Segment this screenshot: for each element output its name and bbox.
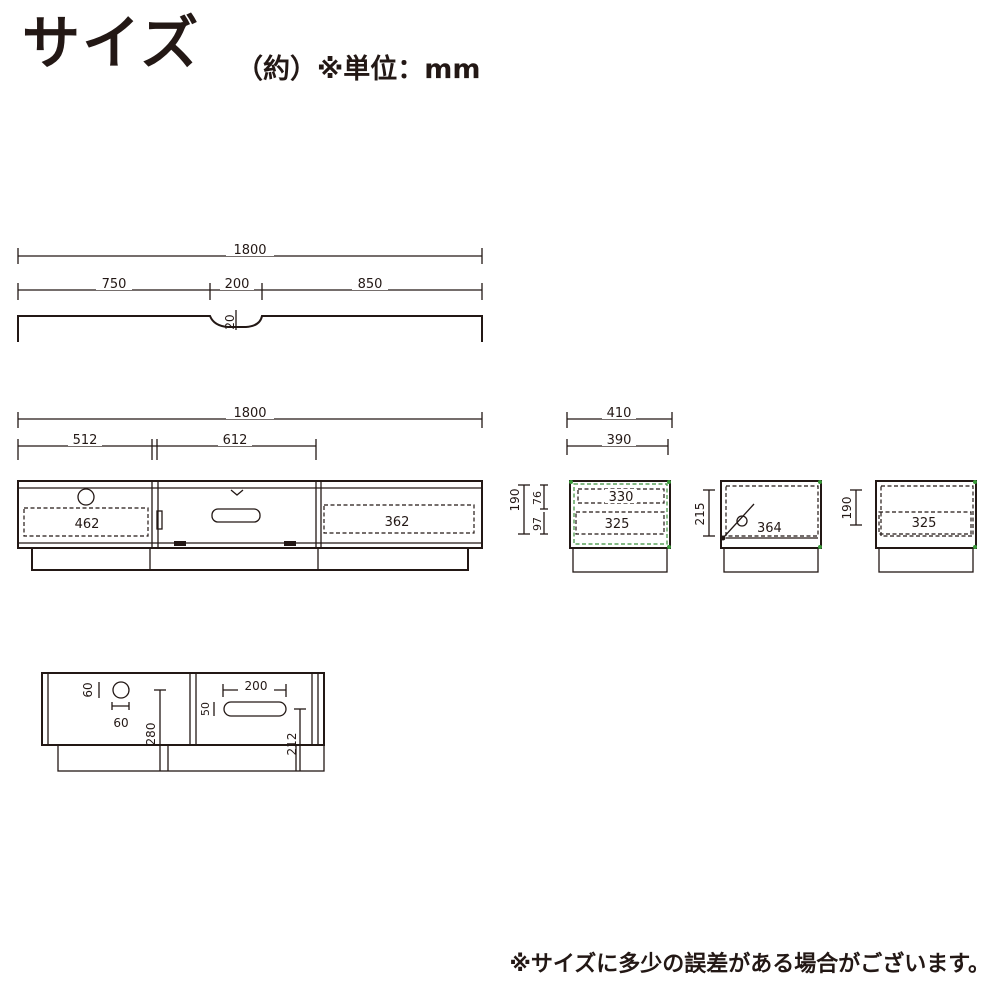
green-corner-dot xyxy=(569,480,573,484)
top-seg-right-label: 850 xyxy=(358,277,383,292)
label-bg xyxy=(352,274,388,290)
side-view-2: 215 364 xyxy=(693,480,822,573)
front-latch xyxy=(174,541,186,546)
label-bg xyxy=(907,515,941,530)
front-drawer-right-label: 362 xyxy=(385,515,410,530)
chevron-down-icon xyxy=(230,489,244,496)
diag-end-dot xyxy=(720,535,726,541)
side1-height-total-label: 190 xyxy=(508,489,522,512)
label-bg xyxy=(218,430,252,446)
side1-plinth xyxy=(572,547,668,573)
top-view: 1800 750 200 850 20 xyxy=(17,240,483,342)
side2-height-label: 215 xyxy=(693,503,707,526)
green-corner-dot xyxy=(818,480,822,484)
label-bg xyxy=(96,274,132,290)
side2-diagonal-label: 364 xyxy=(757,521,782,536)
label-bg xyxy=(605,489,637,503)
hinge-icon xyxy=(156,510,163,530)
side1-lower-shelf xyxy=(575,511,665,535)
front-drawer-right xyxy=(323,504,475,534)
back-hole-width-label: 60 xyxy=(113,716,128,730)
back-hole-height-label: 60 xyxy=(81,682,95,697)
side-view-1: 410 390 330 325 190 76 97 xyxy=(508,403,673,573)
unit-subtitle: （約）※単位：mm xyxy=(236,54,481,85)
green-corner-dot xyxy=(667,545,671,549)
green-corner-dot xyxy=(973,545,977,549)
side-view-3: 325 190 xyxy=(840,480,977,573)
front-seg-mid-label: 612 xyxy=(223,433,248,448)
back-slot-height-label: 50 xyxy=(199,702,212,716)
dim-line-side2-diagonal xyxy=(722,503,755,539)
front-cable-hole xyxy=(77,488,95,506)
side2-plinth xyxy=(723,547,819,573)
front-shelf-left xyxy=(23,507,149,537)
side3-height-label: 190 xyxy=(840,497,854,520)
front-view: 1800 512 612 462 xyxy=(17,403,483,571)
front-latch xyxy=(284,541,296,546)
side2-inner-outline xyxy=(725,485,819,537)
green-corner-dot xyxy=(973,480,977,484)
label-bg xyxy=(602,403,636,419)
front-center-slot xyxy=(211,508,261,523)
disclaimer-note: ※サイズに多少の誤差がある場合がございます。 xyxy=(509,952,990,977)
label-bg xyxy=(70,515,104,530)
top-notch-depth-label: 20 xyxy=(223,314,237,329)
back-cable-hole xyxy=(112,681,130,699)
side1-height-lower-label: 97 xyxy=(531,517,544,531)
label-bg xyxy=(220,274,254,290)
side1-shelf-lower-label: 325 xyxy=(605,517,630,532)
side2-diag-marker xyxy=(736,515,748,527)
label-bg xyxy=(226,240,274,256)
label-bg xyxy=(226,403,274,419)
front-drawer-left-label: 462 xyxy=(75,517,100,532)
top-seg-left-label: 750 xyxy=(102,277,127,292)
side3-body xyxy=(875,480,977,549)
side1-green-outline xyxy=(573,483,668,545)
label-bg xyxy=(68,430,102,446)
back-cable-slot xyxy=(223,701,287,717)
back-height-a-label: 280 xyxy=(144,723,158,746)
side1-height-upper-label: 76 xyxy=(531,491,544,505)
front-overall-width-label: 1800 xyxy=(233,406,266,421)
side3-plinth xyxy=(878,547,974,573)
label-bg xyxy=(238,677,274,692)
back-plinth xyxy=(57,744,325,772)
top-overall-width-label: 1800 xyxy=(233,243,266,258)
back-view: 60 60 280 200 50 212 xyxy=(41,672,325,772)
back-slot-width-label: 200 xyxy=(245,679,268,693)
top-seg-mid-label: 200 xyxy=(225,277,250,292)
top-panel-outline xyxy=(17,315,483,342)
green-corner-dot xyxy=(667,480,671,484)
label-bg xyxy=(602,430,636,446)
back-height-b-label: 212 xyxy=(285,733,299,756)
side1-shelf-upper-label: 330 xyxy=(609,490,634,505)
page-title: サイズ xyxy=(22,9,201,77)
green-corner-dot xyxy=(818,545,822,549)
front-seg-left-label: 512 xyxy=(73,433,98,448)
side3-shelf-label: 325 xyxy=(912,516,937,531)
side3-shelf xyxy=(878,511,972,535)
side1-depth-inner-label: 390 xyxy=(607,433,632,448)
label-bg xyxy=(601,516,633,530)
side3-inner-outline xyxy=(880,485,974,537)
side1-depth-outer-label: 410 xyxy=(607,406,632,421)
front-plinth xyxy=(31,547,469,571)
label-bg xyxy=(380,512,414,527)
